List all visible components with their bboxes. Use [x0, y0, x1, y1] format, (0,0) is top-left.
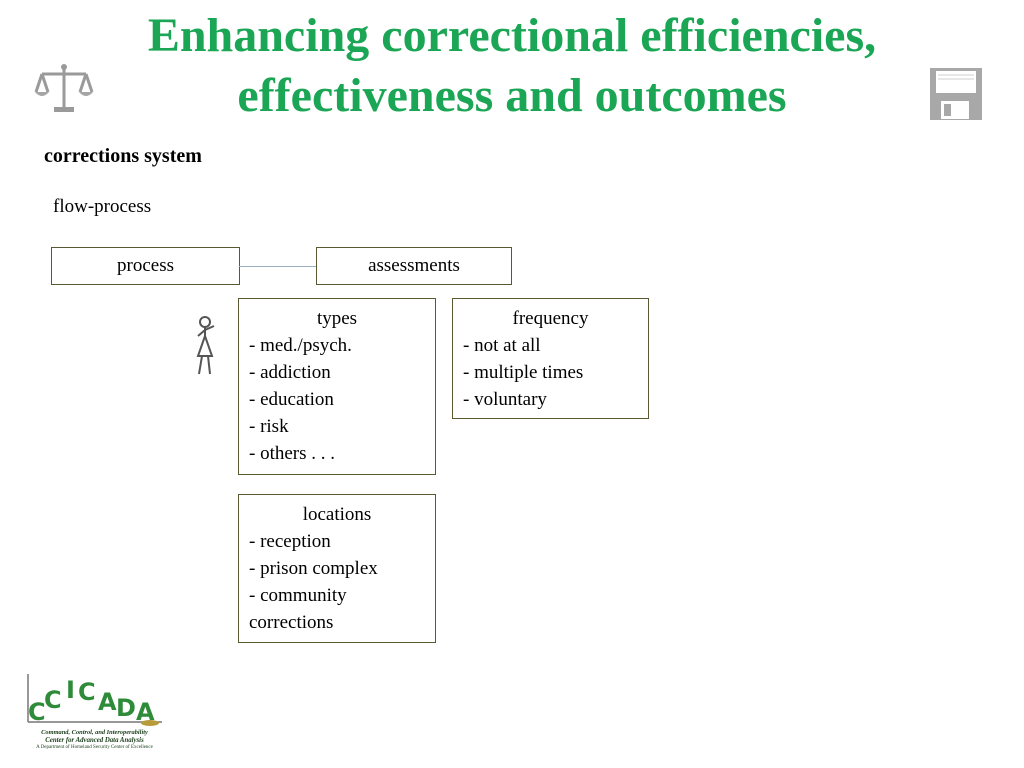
list-item: corrections [249, 612, 334, 633]
section-label: flow-process [53, 196, 152, 217]
assessments-box: assessments [316, 247, 512, 285]
frequency-box: frequency - not at all - multiple times … [452, 298, 649, 419]
assessments-label: assessments [368, 255, 460, 276]
logo-line-3: A Department of Homeland Security Center… [36, 745, 153, 750]
list-item: - education [249, 389, 334, 410]
list-item: - med./psych. [249, 335, 352, 356]
svg-text:A: A [98, 688, 117, 716]
title-line-1: Enhancing correctional efficiencies, [147, 9, 877, 62]
process-assessments-connector [239, 266, 316, 267]
floppy-disk-icon[interactable] [929, 67, 983, 121]
ccicada-logo: C C I C A D A Command, Control, and Inte… [22, 672, 167, 754]
process-box: process [51, 247, 240, 285]
title-line-2: effectiveness and outcomes [237, 69, 787, 122]
svg-text:C: C [78, 678, 96, 706]
locations-heading: locations [302, 504, 372, 525]
list-item: - others . . . [249, 443, 336, 464]
logo-letters: C C I C A D A [27, 674, 162, 726]
list-item: - not at all [463, 335, 541, 356]
list-item: - prison complex [249, 558, 378, 579]
list-item: - voluntary [463, 389, 547, 410]
process-label: process [117, 255, 174, 276]
locations-box: locations - reception - prison complex -… [238, 494, 436, 643]
types-heading: types [316, 308, 358, 329]
logo-line-1: Command, Control, and Interoperability [41, 729, 148, 736]
slide-title: Enhancing correctional efficiencies, eff… [0, 6, 1024, 126]
svg-text:A: A [136, 698, 155, 726]
subtitle: corrections system [44, 145, 202, 167]
list-item: - reception [249, 531, 331, 552]
balance-scale-icon [34, 64, 94, 112]
person-figure-icon [196, 316, 215, 375]
svg-text:C: C [44, 686, 62, 714]
svg-text:I: I [66, 676, 75, 704]
list-item: - community [249, 585, 347, 606]
svg-text:D: D [116, 694, 136, 722]
frequency-heading: frequency [512, 308, 589, 329]
svg-text:C: C [28, 698, 46, 726]
types-box: types - med./psych. - addiction - educat… [238, 298, 436, 475]
list-item: - addiction [249, 362, 331, 383]
list-item: - risk [249, 416, 289, 437]
list-item: - multiple times [463, 362, 584, 383]
logo-line-2: Center for Advanced Data Analysis [45, 737, 144, 744]
